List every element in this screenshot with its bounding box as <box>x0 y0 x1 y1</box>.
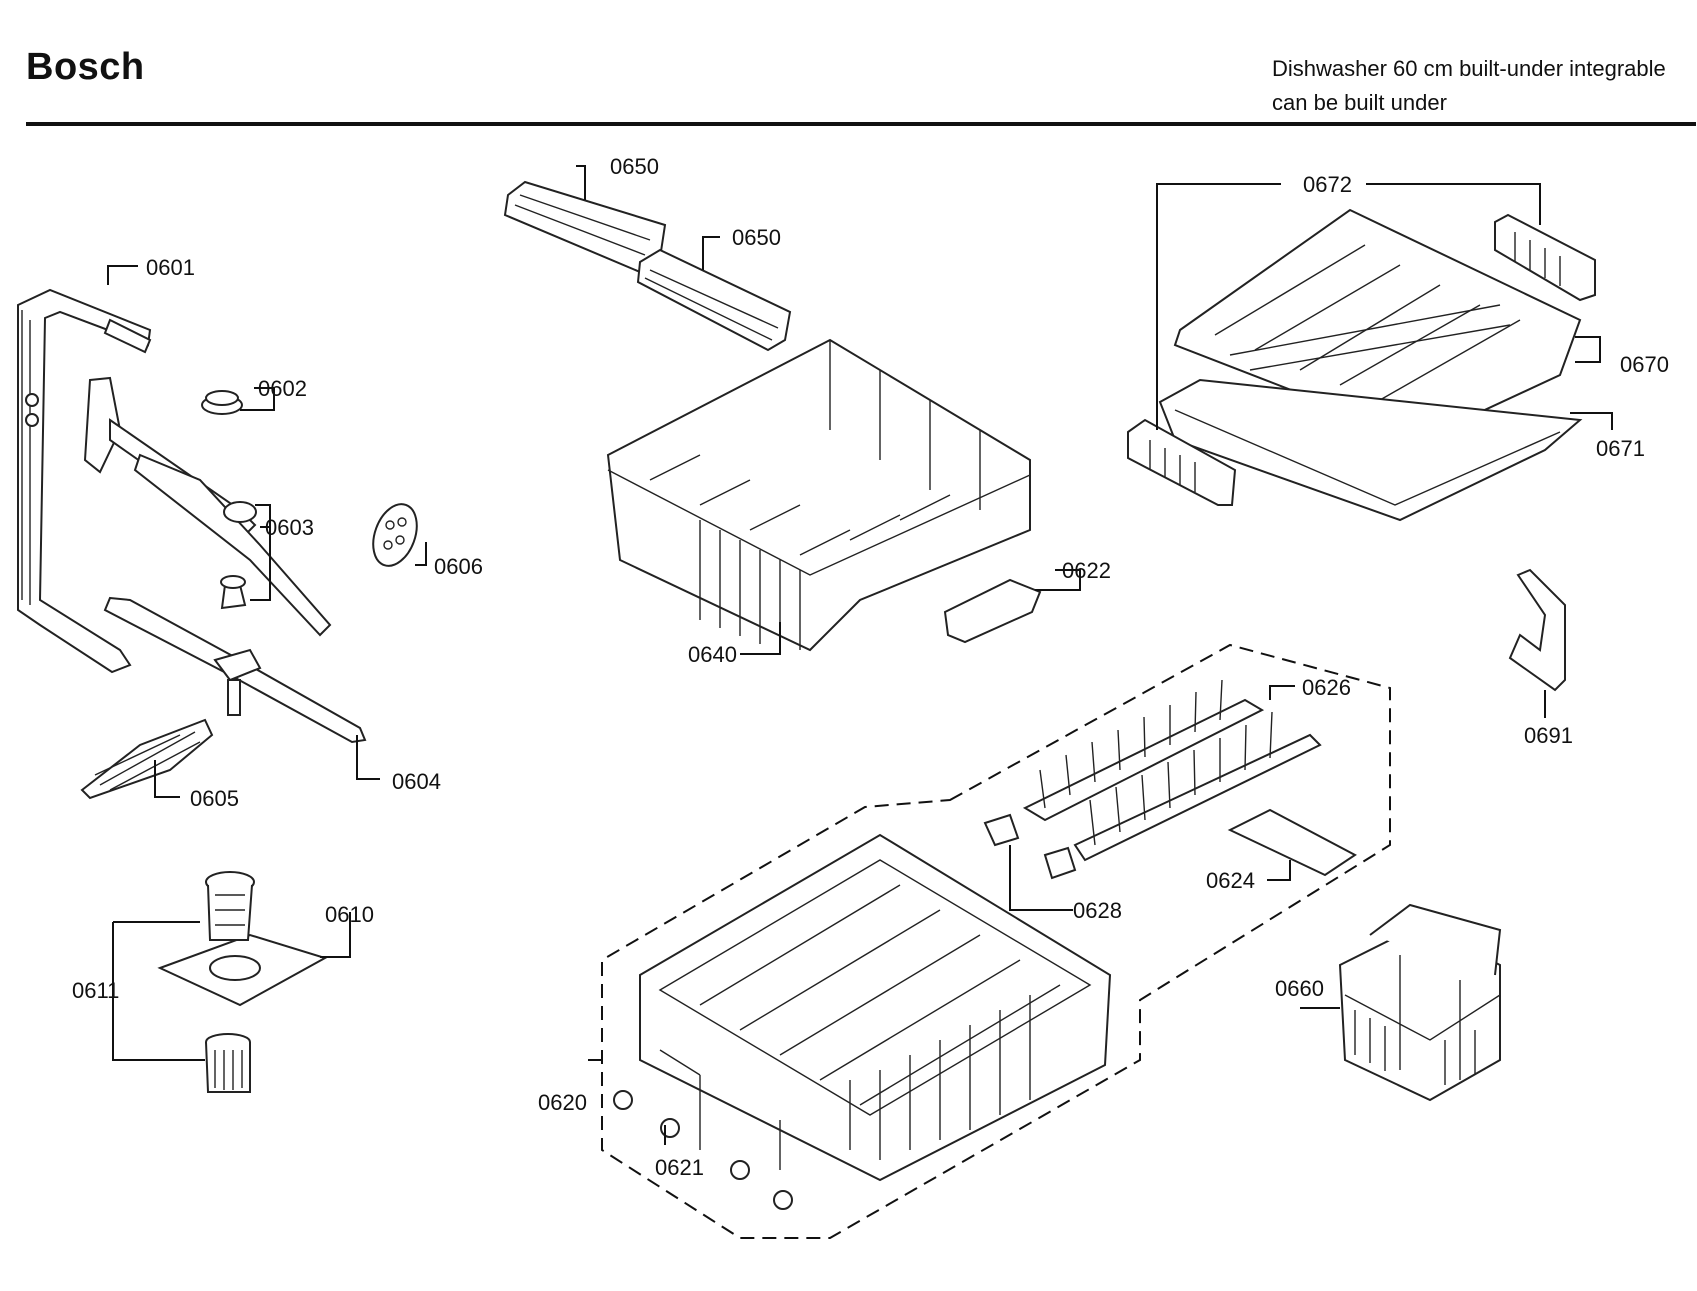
header-divider <box>26 122 1696 126</box>
cutlery-drawer-0670[interactable] <box>1173 208 1582 442</box>
callout-0670[interactable]: 0670 <box>1620 352 1669 377</box>
callout-0620[interactable]: 0620 <box>538 1090 587 1115</box>
callout-0611[interactable]: 0611 <box>72 978 119 1003</box>
lower-basket-0620[interactable] <box>639 833 1112 1182</box>
clips-0624[interactable] <box>1227 808 1357 877</box>
callout-0650-b[interactable]: 0650 <box>732 225 781 250</box>
callout-labels: 0601 0602 0603 0604 0605 0606 0610 0611 … <box>72 154 1669 1180</box>
holders-0628[interactable] <box>983 813 1077 880</box>
rail-bracket-0672-left[interactable] <box>1127 418 1237 506</box>
callout-0610[interactable]: 0610 <box>325 902 374 927</box>
page-title: Dishwasher 60 cm built-under integrable … <box>1272 52 1666 120</box>
lower-basket-group-outline <box>601 643 1391 1239</box>
handle-0622[interactable] <box>943 578 1042 644</box>
callout-0606[interactable]: 0606 <box>434 554 483 579</box>
callout-0601[interactable]: 0601 <box>146 255 195 280</box>
title-line-2: can be built under <box>1272 90 1447 115</box>
wheels-0621[interactable] <box>613 1090 793 1210</box>
callout-0628[interactable]: 0628 <box>1073 898 1122 923</box>
callout-0621[interactable]: 0621 <box>655 1155 704 1180</box>
title-line-1: Dishwasher 60 cm built-under integrable <box>1272 56 1666 81</box>
filter-plate-0606[interactable] <box>365 498 424 572</box>
tine-row-0650-b[interactable] <box>636 248 792 352</box>
filter-0610[interactable] <box>157 933 328 1007</box>
rail-bracket-0672-right[interactable] <box>1494 213 1596 302</box>
cover-0605[interactable] <box>80 718 214 800</box>
callout-0671[interactable]: 0671 <box>1596 436 1645 461</box>
nozzle-0602[interactable] <box>201 390 243 415</box>
upper-basket-0640[interactable] <box>606 338 1031 652</box>
callout-0691[interactable]: 0691 <box>1524 723 1573 748</box>
upper-spray-arm-0603[interactable] <box>83 376 332 637</box>
spray-pipe-0601[interactable] <box>17 288 152 674</box>
callout-0602[interactable]: 0602 <box>258 376 307 401</box>
callout-0640[interactable]: 0640 <box>688 642 737 667</box>
callout-0626[interactable]: 0626 <box>1302 675 1351 700</box>
leader-lines <box>107 165 1613 1145</box>
callout-0624[interactable]: 0624 <box>1206 868 1255 893</box>
callout-0603[interactable]: 0603 <box>265 515 314 540</box>
microfilter-0611[interactable] <box>205 871 255 1093</box>
cutlery-basket-0660[interactable] <box>1338 903 1502 1102</box>
lower-spray-arm-0604[interactable] <box>103 596 367 744</box>
callout-0650-a[interactable]: 0650 <box>610 154 659 179</box>
brand-logo: Bosch <box>26 46 145 88</box>
callout-0604[interactable]: 0604 <box>392 769 441 794</box>
callout-0660[interactable]: 0660 <box>1275 976 1324 1001</box>
tine-row-0626[interactable] <box>1022 679 1322 862</box>
clip-0691[interactable] <box>1508 568 1566 692</box>
callout-0672[interactable]: 0672 <box>1303 172 1352 197</box>
callout-0622[interactable]: 0622 <box>1062 558 1111 583</box>
callout-0605[interactable]: 0605 <box>190 786 239 811</box>
